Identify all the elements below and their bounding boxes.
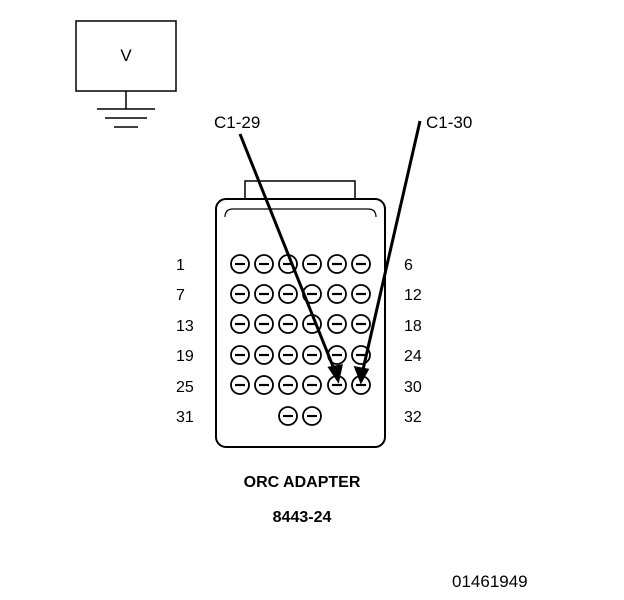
figure-id: 01461949 <box>452 572 528 591</box>
row-2-right: 12 <box>404 287 422 304</box>
row-1-left: 1 <box>176 257 185 274</box>
row-5-left: 25 <box>176 379 194 396</box>
row-4-left: 19 <box>176 348 194 365</box>
row-numbers: 1 6 7 12 13 18 19 24 25 30 31 32 <box>176 257 422 426</box>
row-3-left: 13 <box>176 318 194 335</box>
row-2-left: 7 <box>176 287 185 304</box>
arrowhead-c1-29 <box>327 364 343 384</box>
row-5-right: 30 <box>404 379 422 396</box>
voltmeter-label: V <box>120 46 132 65</box>
arrowhead-c1-30 <box>353 366 370 385</box>
adapter-name: ORC ADAPTER <box>244 474 361 491</box>
ground-icon <box>97 91 155 128</box>
row-1-right: 6 <box>404 257 413 274</box>
adapter-part-number: 8443-24 <box>273 509 332 526</box>
row-6-left: 31 <box>176 409 194 426</box>
probe-label-left: C1-29 <box>214 113 260 132</box>
probe-lines <box>238 120 422 385</box>
probe-line-c1-29 <box>238 133 338 375</box>
row-4-right: 24 <box>404 348 422 365</box>
row-6-right: 32 <box>404 409 422 426</box>
voltmeter: V <box>75 20 177 128</box>
probe-label-right: C1-30 <box>426 113 472 132</box>
probe-line-c1-30 <box>360 120 422 375</box>
connector-inner-edge <box>224 208 377 218</box>
connector-body <box>215 180 386 448</box>
row-3-right: 18 <box>404 318 422 335</box>
